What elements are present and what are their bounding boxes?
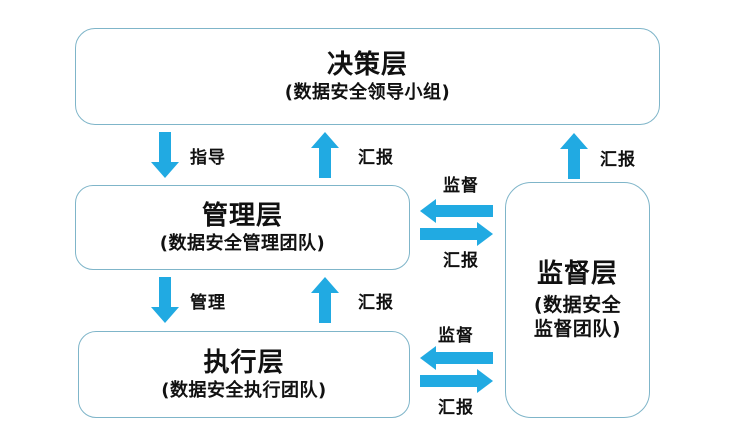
supervision-layer-subtitle-line2: 监督团队)	[533, 318, 622, 341]
arrow-head	[311, 132, 339, 148]
decision-layer-subtitle: (数据安全领导小组)	[284, 82, 451, 104]
execution-layer-subtitle: (数据安全执行团队)	[161, 380, 327, 402]
supervision-layer-subtitle-line1: (数据安全	[533, 293, 622, 316]
arrow-shaft	[159, 132, 171, 162]
arrow-head	[420, 199, 436, 223]
execution-layer-box: 执行层 (数据安全执行团队)	[78, 331, 410, 418]
arrow-head	[311, 277, 339, 293]
arrow-head	[477, 369, 493, 393]
arrow-shaft	[420, 375, 477, 387]
left-arrow-icon	[420, 199, 493, 223]
supervise-arrow-label: 监督	[443, 176, 479, 196]
arrow-shaft	[436, 205, 493, 217]
manage-arrow-label: 管理	[190, 293, 226, 313]
down-arrow-icon	[151, 132, 179, 178]
management-layer-subtitle: (数据安全管理团队)	[159, 233, 326, 255]
right-arrow-icon	[420, 369, 493, 393]
supervise-arrow-label: 监督	[438, 326, 474, 346]
report-arrow-label: 汇报	[443, 251, 479, 271]
report-arrow-label: 汇报	[358, 148, 394, 168]
up-arrow-icon	[311, 132, 339, 178]
supervision-layer-box: 监督层 (数据安全 监督团队)	[505, 182, 650, 418]
arrow-head	[420, 346, 436, 370]
arrow-head	[151, 162, 179, 178]
guide-arrow-label: 指导	[190, 148, 226, 168]
arrow-head	[477, 222, 493, 246]
report-arrow-label: 汇报	[438, 398, 474, 418]
arrow-shaft	[436, 352, 493, 364]
decision-layer-title: 决策层	[326, 49, 408, 80]
arrow-head	[151, 307, 179, 323]
supervision-layer-title: 监督层	[536, 259, 618, 290]
arrow-head	[560, 133, 588, 149]
up-arrow-icon	[560, 133, 588, 179]
report-arrow-label: 汇报	[358, 293, 394, 313]
down-arrow-icon	[151, 277, 179, 323]
decision-layer-box: 决策层 (数据安全领导小组)	[75, 28, 660, 125]
arrow-shaft	[159, 277, 171, 307]
report-arrow-label: 汇报	[600, 150, 636, 170]
left-arrow-icon	[420, 346, 493, 370]
arrow-shaft	[568, 149, 580, 179]
management-layer-box: 管理层 (数据安全管理团队)	[75, 185, 410, 270]
arrow-shaft	[319, 148, 331, 178]
arrow-shaft	[319, 293, 331, 323]
right-arrow-icon	[420, 222, 493, 246]
execution-layer-title: 执行层	[203, 347, 285, 378]
management-layer-title: 管理层	[201, 200, 283, 231]
up-arrow-icon	[311, 277, 339, 323]
arrow-shaft	[420, 228, 477, 240]
